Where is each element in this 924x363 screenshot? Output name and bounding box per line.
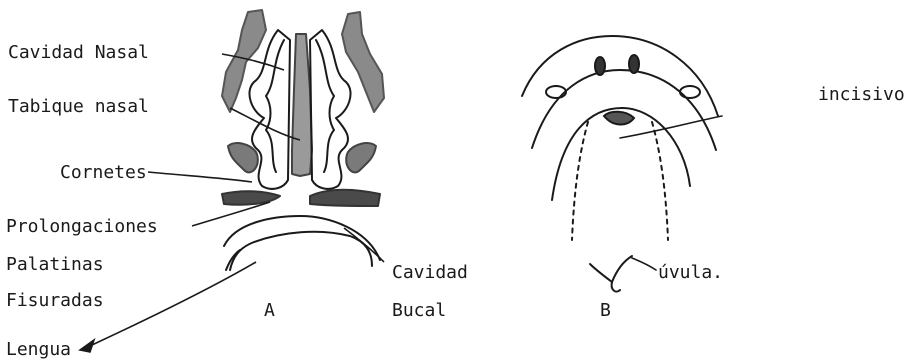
left-outer-nasal-wall [222,10,266,112]
right-palatal-shelf [310,190,380,206]
leader-uvula [632,258,656,270]
right-inner-curve [316,40,334,172]
palate-outer-arch [522,36,718,116]
nasal-septum [292,34,312,176]
uvula-shape [590,256,632,282]
cleft-shading [604,112,634,125]
label-uvula: úvula. [658,262,723,283]
cleft-line-right [652,122,668,240]
right-outer-nasal-wall [342,12,384,112]
left-palatal-shelf [222,191,280,205]
right-lateral-notch [680,86,700,98]
label-figure-a: A [264,300,275,321]
arrowhead-lengua [80,340,94,352]
figure-a [222,10,384,270]
label-figure-b: B [600,300,611,321]
right-nasal-opening [629,55,639,73]
label-cavidad: Cavidad [392,262,468,283]
label-bucal: Bucal [392,300,446,321]
label-fisuradas: Fisuradas [6,290,104,311]
leader-cornetes [148,172,252,182]
label-tabique-nasal: Tabique nasal [8,96,149,117]
label-prolongaciones: Prolongaciones [6,216,158,237]
label-cornetes: Cornetes [60,162,147,183]
label-cavidad-nasal: Cavidad Nasal [8,42,149,63]
cleft-line-left [572,122,588,240]
left-lateral-notch [546,86,566,98]
label-lengua: Lengua [6,339,71,360]
left-inferior-concha [228,143,258,172]
leader-lengua [92,262,256,345]
uvula-tail [612,282,620,292]
label-palatinas: Palatinas [6,254,104,275]
figure-b [522,36,722,292]
left-inner-curve [266,40,284,172]
right-inferior-concha [346,143,376,172]
left-nasal-opening [595,57,605,75]
label-incisivo: incisivo [818,84,905,105]
